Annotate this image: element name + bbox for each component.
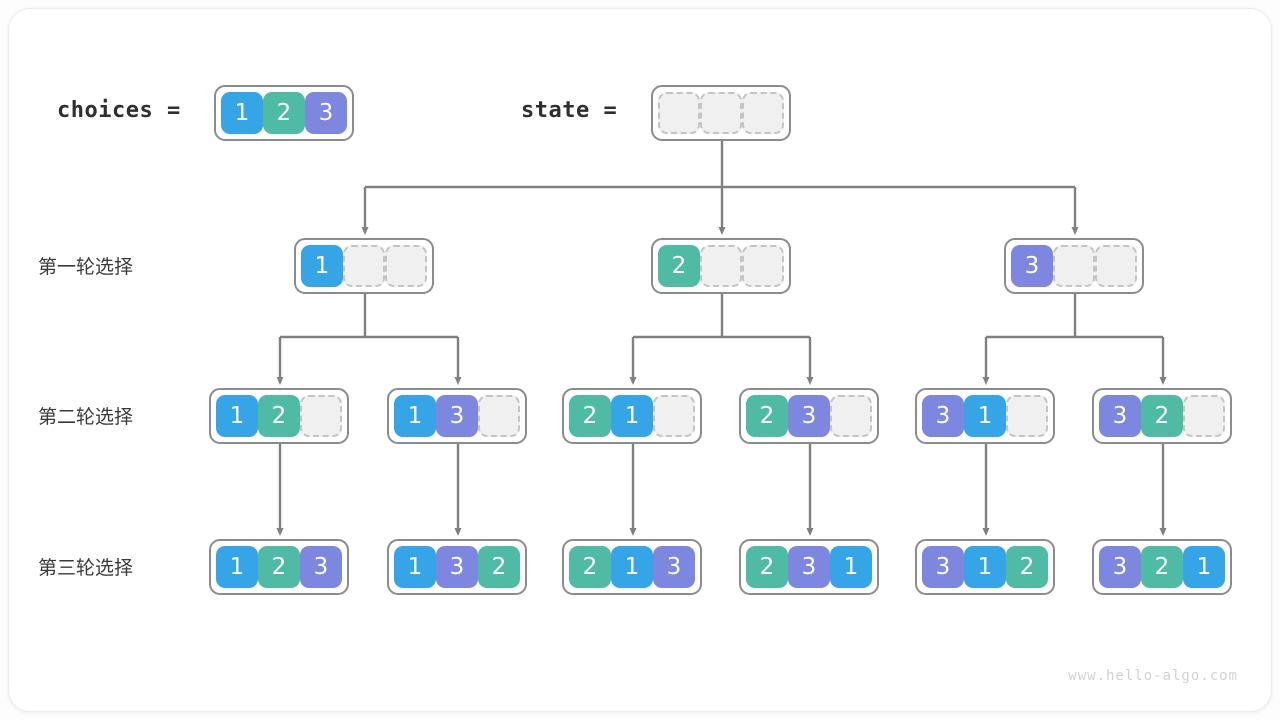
choices-array: 1 2 3 [214, 85, 354, 141]
level2-node: 2 3 [739, 388, 879, 444]
array-cell: 2 [478, 546, 520, 588]
state-cell [742, 92, 784, 134]
choices-cell: 1 [221, 92, 263, 134]
row-label-round-1: 第一轮选择 [38, 256, 134, 278]
level2-node: 1 3 [387, 388, 527, 444]
array-cell: 2 [569, 395, 611, 437]
array-cell: 1 [964, 395, 1006, 437]
array-cell: 2 [1006, 546, 1048, 588]
array-cell: 3 [436, 395, 478, 437]
array-cell: 1 [611, 395, 653, 437]
array-cell: 1 [830, 546, 872, 588]
array-cell: 1 [301, 245, 343, 287]
array-cell [1183, 395, 1225, 437]
choices-cell: 2 [263, 92, 305, 134]
level1-node: 2 [651, 238, 791, 294]
array-cell: 2 [1141, 395, 1183, 437]
array-cell: 1 [394, 395, 436, 437]
array-cell [385, 245, 427, 287]
array-cell: 3 [922, 546, 964, 588]
array-cell: 3 [1011, 245, 1053, 287]
array-cell [1006, 395, 1048, 437]
level2-node: 1 2 [209, 388, 349, 444]
array-cell: 3 [436, 546, 478, 588]
level2-node: 3 1 [915, 388, 1055, 444]
array-cell [1053, 245, 1095, 287]
level3-node: 3 1 2 [915, 539, 1055, 595]
array-cell [830, 395, 872, 437]
level3-node: 1 3 2 [387, 539, 527, 595]
watermark: www.hello-algo.com [1068, 668, 1238, 684]
array-cell: 2 [1141, 546, 1183, 588]
row-label-round-3: 第三轮选择 [38, 557, 134, 579]
choices-label: choices = [57, 98, 181, 123]
array-cell: 1 [964, 546, 1006, 588]
state-cell [700, 92, 742, 134]
array-cell [300, 395, 342, 437]
array-cell [742, 245, 784, 287]
array-cell: 3 [300, 546, 342, 588]
array-cell: 1 [611, 546, 653, 588]
array-cell [1095, 245, 1137, 287]
level2-node: 3 2 [1092, 388, 1232, 444]
array-cell: 2 [658, 245, 700, 287]
row-label-round-2: 第二轮选择 [38, 406, 134, 428]
array-cell: 3 [1099, 395, 1141, 437]
array-cell: 3 [653, 546, 695, 588]
state-label: state = [521, 98, 618, 123]
state-array [651, 85, 791, 141]
level1-node: 3 [1004, 238, 1144, 294]
array-cell: 2 [746, 546, 788, 588]
level3-node: 2 3 1 [739, 539, 879, 595]
array-cell: 3 [1099, 546, 1141, 588]
state-cell [658, 92, 700, 134]
level3-node: 1 2 3 [209, 539, 349, 595]
array-cell [653, 395, 695, 437]
array-cell: 3 [922, 395, 964, 437]
level2-node: 2 1 [562, 388, 702, 444]
diagram-card [8, 8, 1272, 712]
array-cell: 3 [788, 395, 830, 437]
array-cell [478, 395, 520, 437]
array-cell: 1 [394, 546, 436, 588]
array-cell: 2 [746, 395, 788, 437]
array-cell [343, 245, 385, 287]
array-cell: 2 [258, 546, 300, 588]
array-cell: 2 [258, 395, 300, 437]
array-cell: 3 [788, 546, 830, 588]
array-cell: 1 [216, 546, 258, 588]
array-cell: 1 [216, 395, 258, 437]
array-cell: 2 [569, 546, 611, 588]
level3-node: 2 1 3 [562, 539, 702, 595]
level1-node: 1 [294, 238, 434, 294]
level3-node: 3 2 1 [1092, 539, 1232, 595]
choices-cell: 3 [305, 92, 347, 134]
array-cell [700, 245, 742, 287]
array-cell: 1 [1183, 546, 1225, 588]
